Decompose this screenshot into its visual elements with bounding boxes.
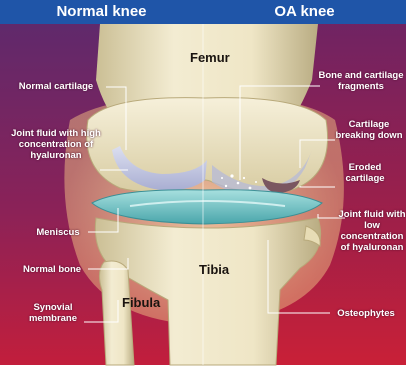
joint-fluid-high-label: Joint fluid with high concentration of h… <box>10 128 102 161</box>
synovial-membrane-label: Synovial membrane <box>24 302 82 324</box>
oa-knee-header: OA knee <box>203 0 406 24</box>
osteophytes-label: Osteophytes <box>330 308 402 319</box>
cartilage-breaking-label: Cartilage breaking down <box>334 119 404 141</box>
bottom-border <box>0 365 406 376</box>
tibia-label: Tibia <box>199 262 229 277</box>
bone-cartilage-fragments-label: Bone and cartilage fragments <box>316 70 406 92</box>
normal-cartilage-label: Normal cartilage <box>6 81 106 92</box>
meniscus-label: Meniscus <box>26 227 90 238</box>
fibula-label: Fibula <box>122 295 160 310</box>
eroded-cartilage-label: Eroded cartilage <box>336 162 394 184</box>
femur-label: Femur <box>190 50 230 65</box>
normal-bone-label: Normal bone <box>14 264 90 275</box>
normal-knee-header: Normal knee <box>0 0 203 24</box>
joint-fluid-low-label: Joint fluid with low concentration of hy… <box>338 209 406 253</box>
